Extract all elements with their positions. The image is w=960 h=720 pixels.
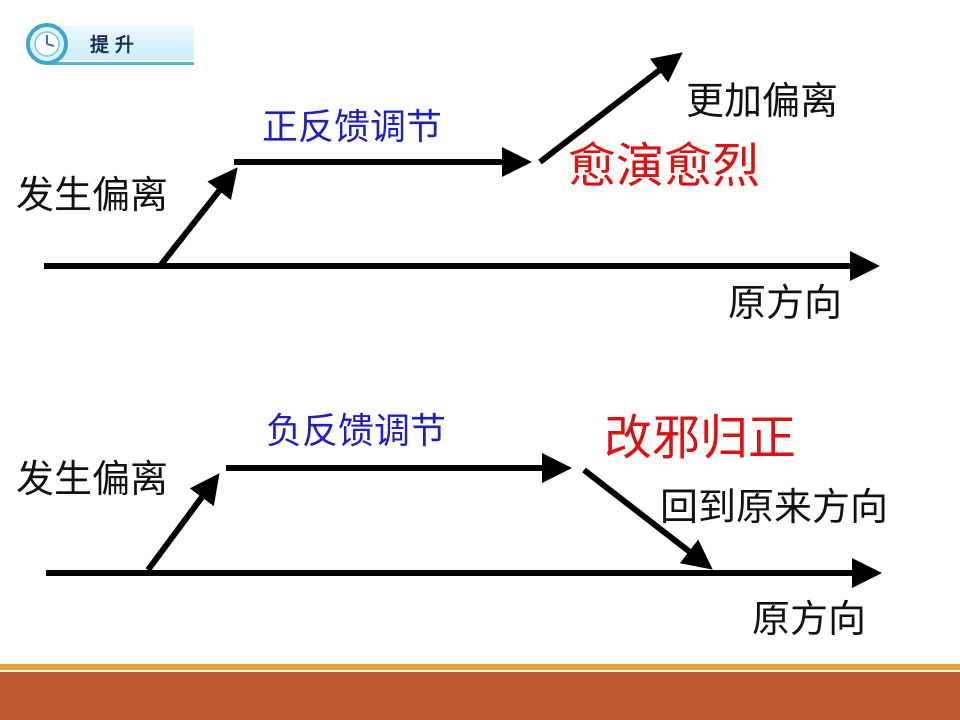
bottom-deviation-arrow [145,473,220,572]
badge-underline [46,62,194,65]
section-badge: 提升 [22,22,194,66]
badge-label: 提升 [90,34,141,56]
top-start-label: 发生偏离 [16,173,169,217]
bottom-return-arrow [582,467,713,570]
bottom-summary-label: 改邪归正 [604,410,797,466]
top-deviation-arrow [157,167,238,268]
top-further-deviation-arrow [538,52,683,165]
top-process-label: 正反馈调节 [262,107,443,148]
badge-bar [50,26,194,60]
top-result-label: 更加偏离 [686,79,839,123]
bottom-result-label: 回到原来方向 [660,485,889,529]
clock-icon [26,23,68,65]
footer-bar [0,672,960,720]
top-summary-label: 愈演愈烈 [568,138,761,194]
top-axis-label: 原方向 [728,281,843,325]
bottom-start-label: 发生偏离 [16,457,169,501]
bottom-process-label: 负反馈调节 [266,411,447,452]
footer-accent-line [0,664,960,670]
bottom-axis-label: 原方向 [752,597,867,641]
